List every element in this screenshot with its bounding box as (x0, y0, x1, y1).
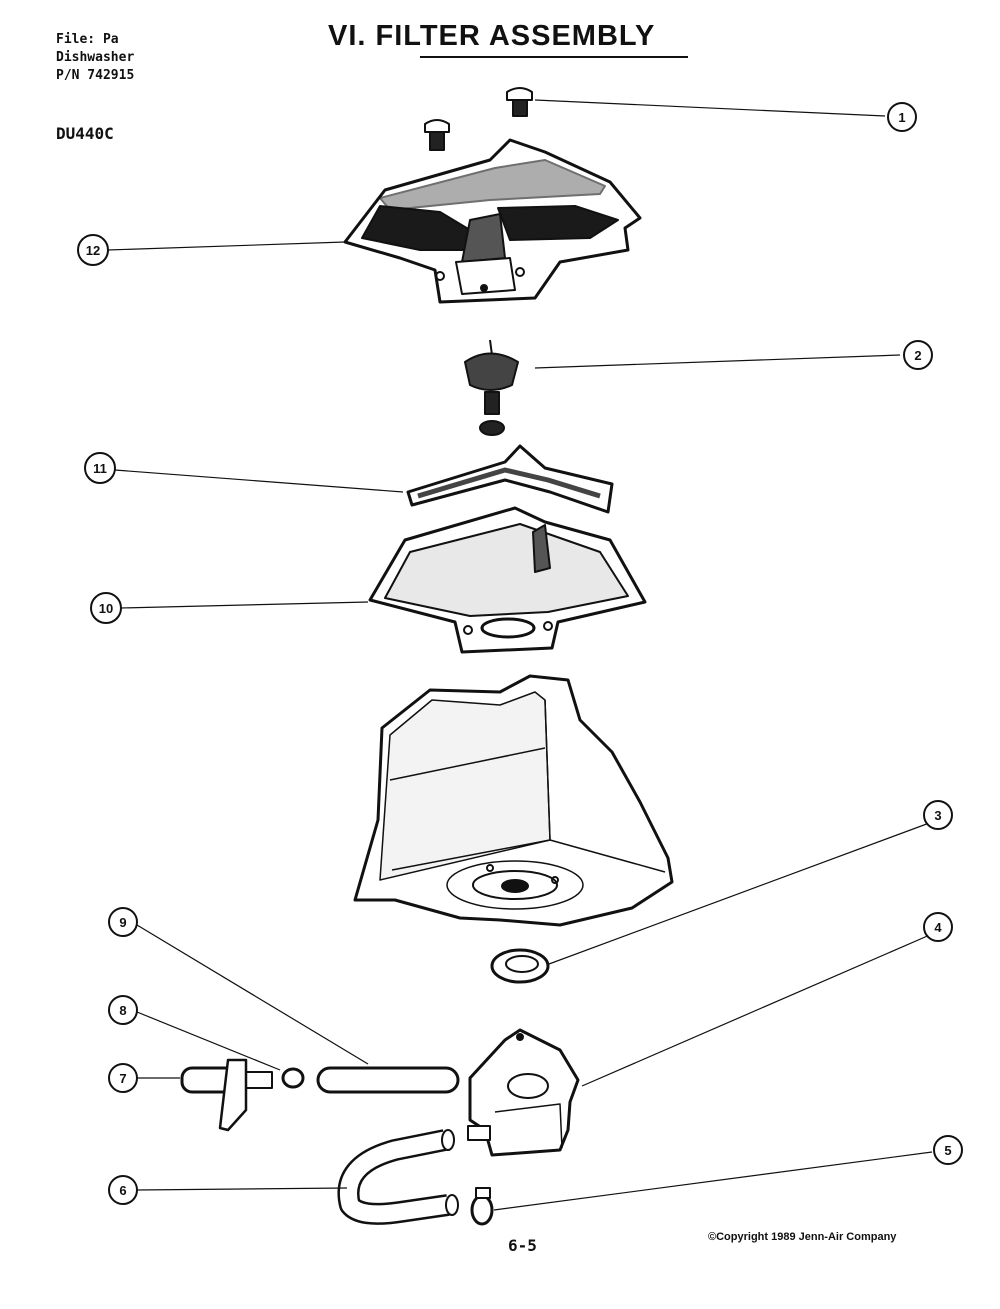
callout-11: 11 (84, 452, 116, 484)
part-hose-straight (316, 1066, 460, 1094)
part-number: P/N 742915 (56, 68, 135, 83)
svg-text:12: 12 (86, 243, 100, 258)
svg-text:9: 9 (119, 915, 126, 930)
svg-text:8: 8 (119, 1003, 126, 1018)
page-title: VI. FILTER ASSEMBLY (328, 20, 656, 52)
callout-12: 12 (77, 234, 109, 266)
part-screw-1 (424, 87, 533, 151)
callout-6: 6 (108, 1175, 138, 1205)
callout-4: 4 (923, 912, 953, 942)
callout-9: 9 (108, 907, 138, 937)
svg-text:10: 10 (99, 601, 113, 616)
copyright-notice: ©Copyright 1989 Jenn-Air Company (708, 1231, 897, 1243)
part-seal (490, 948, 550, 984)
svg-text:6: 6 (119, 1183, 126, 1198)
callout-10: 10 (90, 592, 122, 624)
callout-7: 7 (108, 1063, 138, 1093)
svg-text:2: 2 (914, 348, 921, 363)
svg-text:4: 4 (934, 920, 942, 935)
page-number: 6-5 (508, 1236, 537, 1255)
callout-1: 1 (887, 102, 917, 132)
svg-text:7: 7 (119, 1071, 126, 1086)
part-pump-housing (353, 674, 674, 927)
part-filter-housing (368, 506, 647, 654)
part-clamp (470, 1187, 494, 1226)
callout-8: 8 (108, 995, 138, 1025)
svg-text:11: 11 (93, 461, 107, 476)
part-pump-body (467, 1028, 580, 1157)
part-hose-u (337, 1129, 459, 1225)
title-underline (420, 56, 688, 58)
file-label: File: Pa (56, 32, 119, 47)
callout-2: 2 (903, 340, 933, 370)
part-valve (464, 339, 519, 436)
leader-lines (107, 99, 933, 1211)
svg-text:5: 5 (944, 1143, 951, 1158)
svg-text:3: 3 (934, 808, 941, 823)
callout-3: 3 (923, 800, 953, 830)
model-number: DU440C (56, 124, 114, 143)
svg-text:1: 1 (898, 110, 905, 125)
callout-5: 5 (933, 1135, 963, 1165)
part-fitting (180, 1058, 273, 1132)
part-gasket (406, 444, 614, 514)
part-filter-screen (343, 138, 642, 304)
appliance-label: Dishwasher (56, 50, 135, 65)
part-clamp-small (281, 1067, 305, 1089)
